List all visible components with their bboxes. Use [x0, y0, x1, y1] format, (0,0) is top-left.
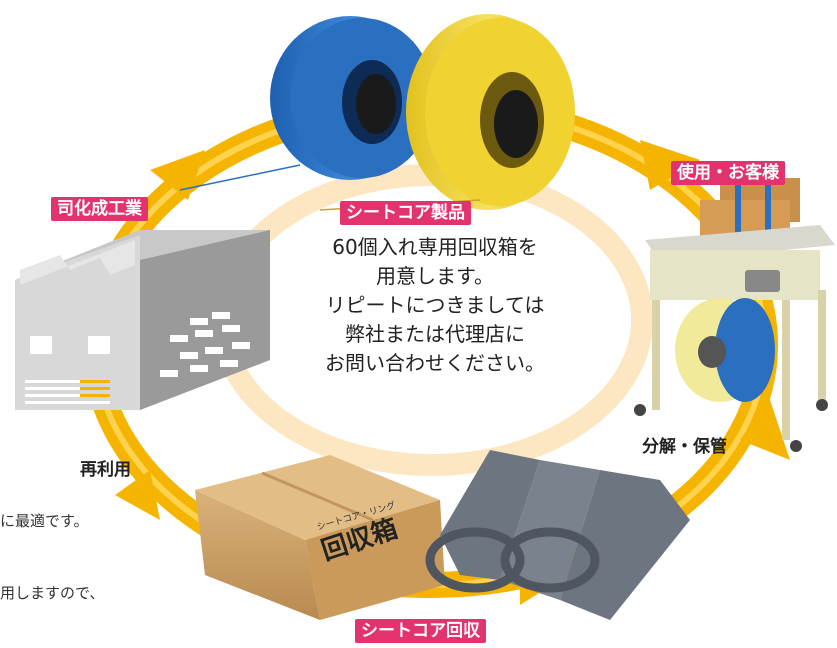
center-line-2: 用意します。: [376, 264, 494, 288]
center-description: 60個入れ専用回収箱を 用意します。 リピートにつきましては 弊社または代理店に…: [265, 233, 605, 378]
factory-building: [15, 230, 270, 410]
side-text-2: 用しますので、: [0, 584, 105, 602]
badge-company: 司化成工業: [51, 197, 148, 221]
label-reuse: 再利用: [80, 460, 131, 480]
badge-product: シートコア製品: [340, 201, 471, 225]
core-sheets: [425, 450, 690, 620]
badge-recover: シートコア回収: [355, 619, 486, 643]
yellow-strap-reel: [406, 14, 575, 210]
center-line-3: リピートにつきましては: [325, 293, 545, 317]
center-area: [236, 188, 628, 452]
label-disassemble: 分解・保管: [642, 437, 727, 457]
strapping-machine: [634, 178, 835, 452]
side-text-1: に最適です。: [0, 512, 89, 530]
collection-box: シートコア・リング 回収箱: [195, 455, 445, 620]
center-line-1: 60個入れ専用回収箱を: [332, 235, 538, 259]
blue-strap-reel: [270, 16, 434, 180]
badge-customer: 使用・お客様: [671, 161, 785, 185]
center-line-4: 弊社または代理店に: [345, 322, 525, 346]
center-line-5: お問い合わせください。: [325, 351, 545, 375]
